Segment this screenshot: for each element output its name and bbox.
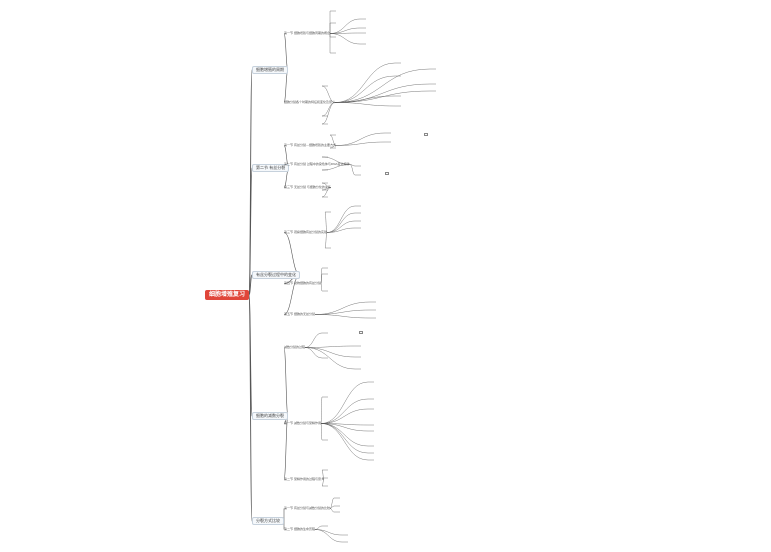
subtopic-leaf-connector	[329, 134, 337, 146]
subtopic-leaf-connector	[335, 141, 386, 146]
subtopic-leaf-connector	[329, 18, 361, 34]
root-branch-connector	[248, 294, 253, 522]
subtopic-leaf-connector	[304, 347, 356, 358]
attachment-icon[interactable]	[359, 331, 363, 334]
subtopic-leaf-connector	[326, 220, 356, 233]
subtopic-node[interactable]: 第一节 有丝分裂—细胞增殖的主要方式	[284, 143, 336, 147]
subtopic-node[interactable]: 细胞分裂各个时期的特征和变化及意义	[284, 100, 336, 104]
subtopic-leaf-connector	[329, 33, 361, 45]
subtopic-leaf-connector	[329, 497, 335, 509]
subtopic-leaf-connector	[321, 469, 325, 480]
attachment-icon[interactable]	[385, 172, 389, 175]
subtopic-leaf-connector	[334, 83, 431, 103]
subtopic-leaf-connector	[326, 205, 356, 233]
subtopic-leaf-connector	[320, 423, 369, 447]
subtopic-leaf-connector	[321, 102, 336, 125]
branch-node-3[interactable]: 有丝分裂过程中的变化	[252, 271, 300, 279]
subtopic-leaf-connector	[314, 301, 371, 315]
subtopic-node[interactable]: 减数分裂的过程	[284, 345, 306, 349]
subtopic-leaf-connector	[320, 423, 369, 432]
root-topic[interactable]: 细胞增殖复习	[205, 290, 250, 300]
root-branch-connector	[248, 274, 253, 296]
branch-node-1[interactable]: 细胞增殖的周期	[252, 66, 288, 74]
subtopic-node[interactable]: 第三节 无丝分裂 与细胞分化的关系	[284, 185, 331, 189]
subtopic-leaf-connector	[314, 525, 323, 530]
subtopic-leaf-connector	[304, 332, 323, 348]
branch-subtopic-connector	[283, 232, 301, 276]
branch-subtopic-connector	[283, 69, 289, 103]
subtopic-leaf-connector	[320, 273, 323, 284]
subtopic-node[interactable]: 第四节 动物细胞的有丝分裂	[284, 281, 321, 285]
subtopic-leaf-connector	[329, 32, 361, 34]
subtopic-leaf-connector	[320, 423, 369, 454]
subtopic-node[interactable]: 第五节 细胞的无丝分裂	[284, 312, 315, 316]
subtopic-leaf-connector	[334, 90, 431, 103]
subtopic-leaf-connector	[334, 102, 396, 107]
branch-subtopic-connector	[283, 33, 289, 71]
subtopic-node[interactable]: 第一节 减数分裂与受精作用	[284, 421, 321, 425]
subtopic-leaf-connector	[314, 529, 343, 543]
subtopic-leaf-connector	[321, 85, 336, 103]
subtopic-leaf-connector	[320, 283, 323, 292]
branch-node-4[interactable]: 细胞的减数分裂	[252, 412, 288, 420]
subtopic-leaf-connector	[314, 529, 343, 536]
subtopic-leaf-connector	[334, 75, 396, 103]
branch-node-2[interactable]: 第二节 有丝分裂	[252, 164, 290, 172]
subtopic-leaf-connector	[324, 232, 328, 249]
subtopic-leaf-connector	[320, 398, 369, 424]
subtopic-node[interactable]: 第二节 细胞的生命历程	[284, 527, 315, 531]
subtopic-node[interactable]: 第一节 细胞增殖与细胞周期的概念	[284, 31, 330, 35]
subtopic-leaf-connector	[321, 156, 351, 165]
root-branch-connector	[248, 167, 253, 296]
subtopic-leaf-connector	[326, 212, 356, 233]
subtopic-leaf-connector	[320, 423, 323, 441]
subtopic-leaf-connector	[334, 68, 431, 103]
subtopic-leaf-connector	[326, 227, 356, 233]
subtopic-leaf-connector	[334, 62, 396, 103]
subtopic-leaf-connector	[324, 211, 328, 233]
subtopic-leaf-connector	[320, 396, 323, 424]
subtopic-leaf-connector	[304, 347, 323, 359]
branch-subtopic-connector	[283, 347, 289, 417]
subtopic-leaf-connector	[320, 423, 369, 461]
subtopic-leaf-connector	[321, 187, 332, 198]
subtopic-leaf-connector	[329, 27, 361, 34]
subtopic-leaf-connector	[349, 164, 356, 176]
subtopic-node[interactable]: 第三节 观察细胞有丝分裂的实验	[284, 230, 327, 234]
attachment-icon[interactable]	[424, 133, 428, 136]
subtopic-leaf-connector	[321, 102, 336, 117]
subtopic-leaf-connector	[304, 347, 356, 370]
branch-node-5[interactable]: 分裂方式比较	[252, 517, 284, 525]
subtopic-node[interactable]: 第二节 有丝分裂 过程中的染色体与DNA变化规律	[284, 162, 350, 166]
branch-subtopic-connector	[283, 415, 289, 480]
subtopic-leaf-connector	[329, 508, 335, 513]
subtopic-leaf-connector	[320, 381, 369, 424]
subtopic-node[interactable]: 第一节 有丝分裂与减数分裂的比较	[284, 506, 330, 510]
subtopic-leaf-connector	[304, 345, 356, 348]
subtopic-leaf-connector	[314, 309, 371, 315]
subtopic-node[interactable]: 第二节 受精作用的过程与意义	[284, 477, 324, 481]
subtopic-leaf-connector	[314, 314, 371, 319]
subtopic-leaf-connector	[320, 408, 369, 424]
subtopic-leaf-connector	[335, 132, 386, 146]
